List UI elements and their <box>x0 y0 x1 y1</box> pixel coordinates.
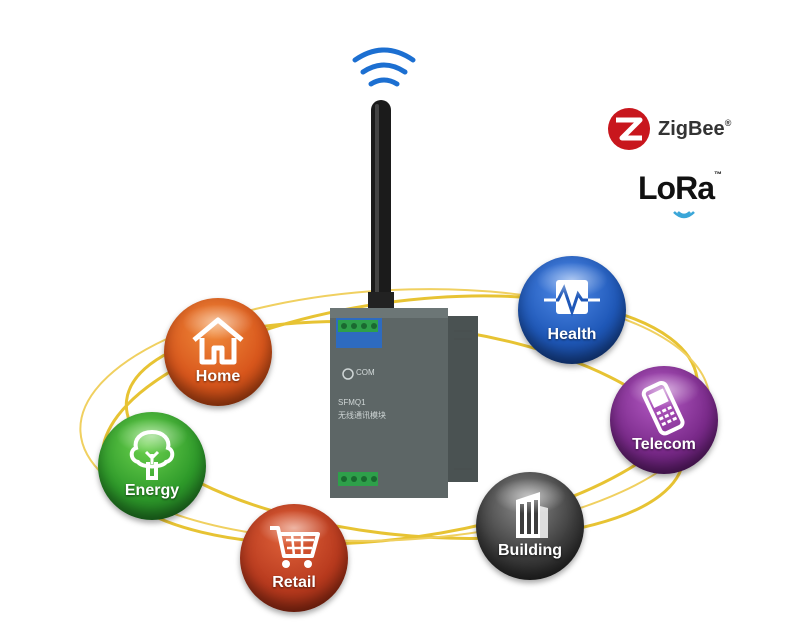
energy-sphere: Energy <box>98 412 206 520</box>
device-model: SFMQ1 <box>338 398 366 407</box>
lora-signal-icon <box>673 211 695 219</box>
home-label: Home <box>195 368 241 385</box>
zigbee-registered-mark: ® <box>724 118 732 128</box>
shopping-cart-icon <box>270 526 320 568</box>
retail-sphere: Retail <box>240 504 348 612</box>
zigbee-logo: ZigBee® <box>606 106 756 154</box>
wireless-module-device <box>330 47 478 498</box>
building-sphere: Building <box>476 472 584 580</box>
health-label: Health <box>547 326 597 343</box>
heartbeat-icon <box>544 280 600 317</box>
telecom-label: Telecom <box>632 436 696 453</box>
device-port-label: COM <box>356 368 375 377</box>
mobile-phone-icon <box>641 381 685 436</box>
lora-logo: LoRa™ <box>634 170 744 226</box>
retail-label: Retail <box>272 574 316 591</box>
energy-label: Energy <box>124 482 180 499</box>
house-icon <box>192 317 244 365</box>
health-sphere: Health <box>518 256 626 364</box>
zigbee-logo-text: ZigBee <box>658 118 725 140</box>
lora-trademark-mark: ™ <box>714 170 722 179</box>
device-subtitle: 无线通讯模块 <box>338 411 386 420</box>
zigbee-logo-mark-icon <box>608 108 650 150</box>
home-sphere: Home <box>164 298 272 406</box>
wifi-signal-icon <box>352 47 416 87</box>
telecom-sphere: Telecom <box>610 366 718 474</box>
lora-logo-text: LoRa <box>638 170 715 206</box>
tree-icon <box>129 429 175 480</box>
building-label: Building <box>498 542 562 559</box>
office-building-icon <box>516 492 548 538</box>
